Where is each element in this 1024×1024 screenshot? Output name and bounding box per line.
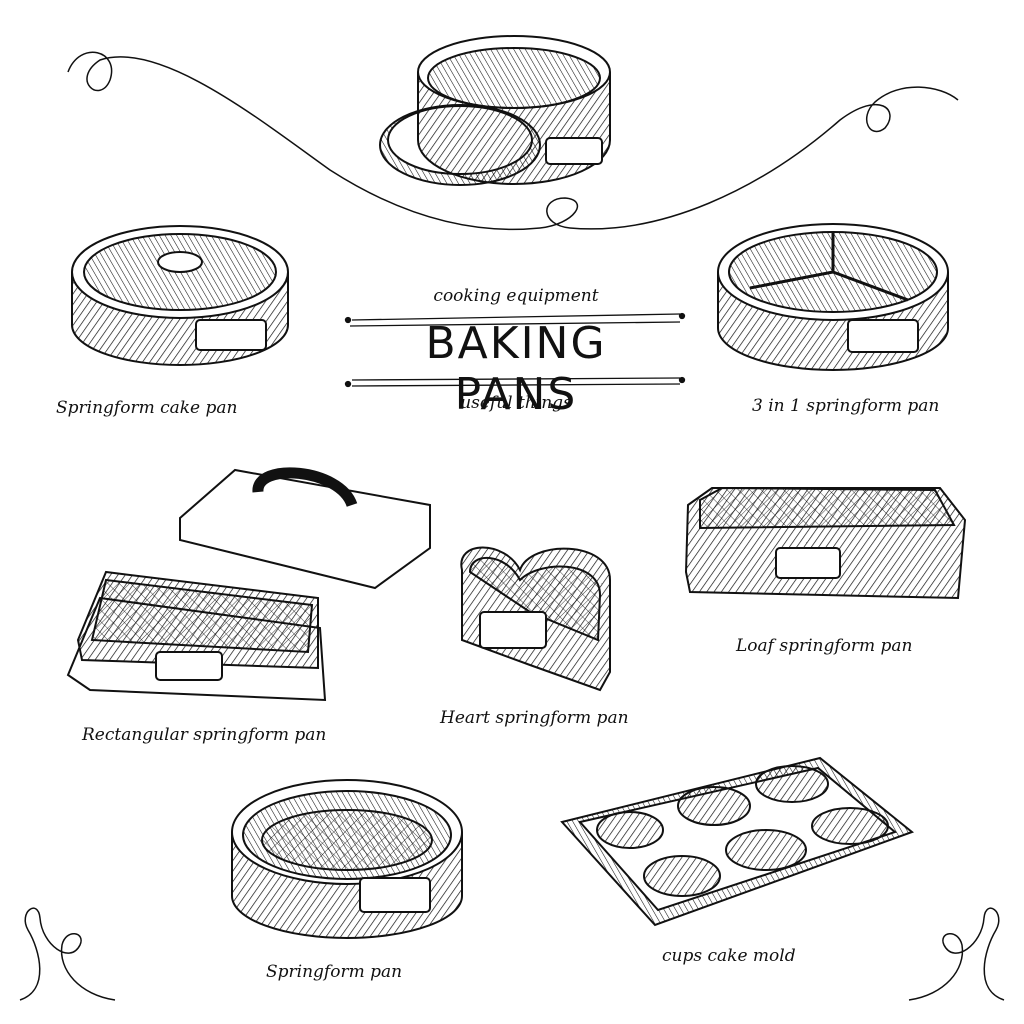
divided-springform-pan-illustration: [717, 223, 949, 371]
title-kicker: cooking equipment: [433, 286, 599, 306]
bundt-springform-pan-illustration: [71, 225, 289, 366]
decorative-flourish-bottom-left: [19, 907, 116, 1001]
title-tagline: useful things: [460, 393, 572, 413]
page-title: BAKING PANS: [425, 318, 607, 420]
label-loaf-springform-pan: Loaf springform pan: [736, 636, 913, 656]
round-springform-pan-illustration: [231, 779, 463, 939]
rectangular-springform-pan-illustration: [66, 467, 431, 702]
loaf-springform-pan-illustration: [684, 486, 967, 600]
top-springform-pan-illustration: [379, 35, 611, 186]
cupcake-mold-illustration: [560, 756, 915, 927]
label-rectangular-springform-pan: Rectangular springform pan: [82, 725, 327, 745]
label-heart-springform-pan: Heart springform pan: [440, 708, 629, 728]
label-springform-pan: Springform pan: [266, 962, 403, 982]
label-cups-cake-mold: cups cake mold: [662, 946, 796, 966]
decorative-swirl-top: [67, 51, 959, 231]
heart-springform-pan-illustration: [460, 546, 611, 692]
label-3in1-springform-pan: 3 in 1 springform pan: [752, 396, 940, 416]
title-frame: [344, 312, 686, 388]
label-springform-cake-pan: Springform cake pan: [56, 398, 238, 418]
decorative-flourish-bottom-right: [908, 907, 1005, 1001]
